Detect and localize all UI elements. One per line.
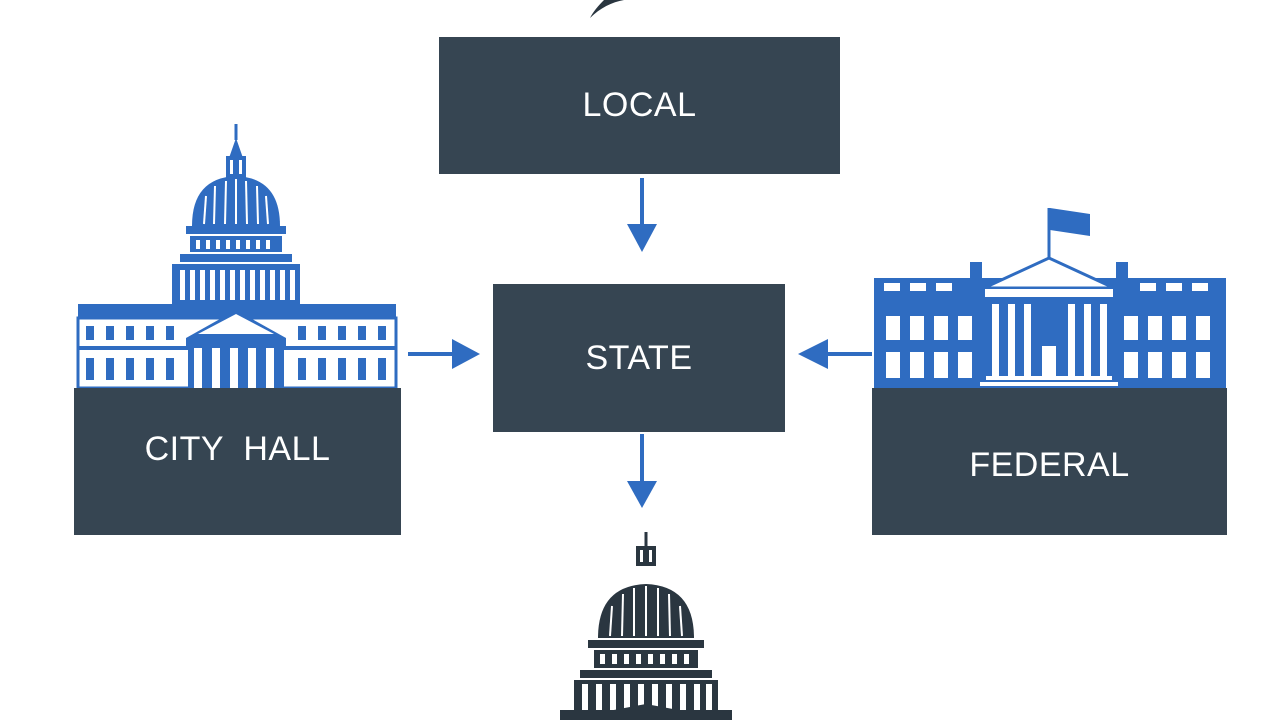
node-local-label: LOCAL	[582, 86, 697, 124]
node-city-hall-label: CITY HALL	[144, 430, 331, 468]
capitol-dome-icon	[76, 124, 398, 390]
arrow-cityhall-to-state	[408, 339, 480, 369]
top-cropped-curve	[590, 0, 624, 18]
arrow-local-to-state	[627, 178, 657, 252]
node-federal: FEDERAL	[872, 388, 1227, 535]
arrow-state-to-capitol	[627, 434, 657, 508]
node-city-hall: CITY HALL	[74, 388, 401, 535]
node-state: STATE	[493, 284, 785, 432]
node-state-label: STATE	[585, 338, 693, 377]
capitol-building-icon	[560, 532, 732, 720]
node-local: LOCAL	[439, 37, 840, 174]
arrow-federal-to-state	[798, 339, 872, 369]
node-federal-label: FEDERAL	[969, 446, 1130, 484]
white-house-icon	[874, 208, 1226, 388]
